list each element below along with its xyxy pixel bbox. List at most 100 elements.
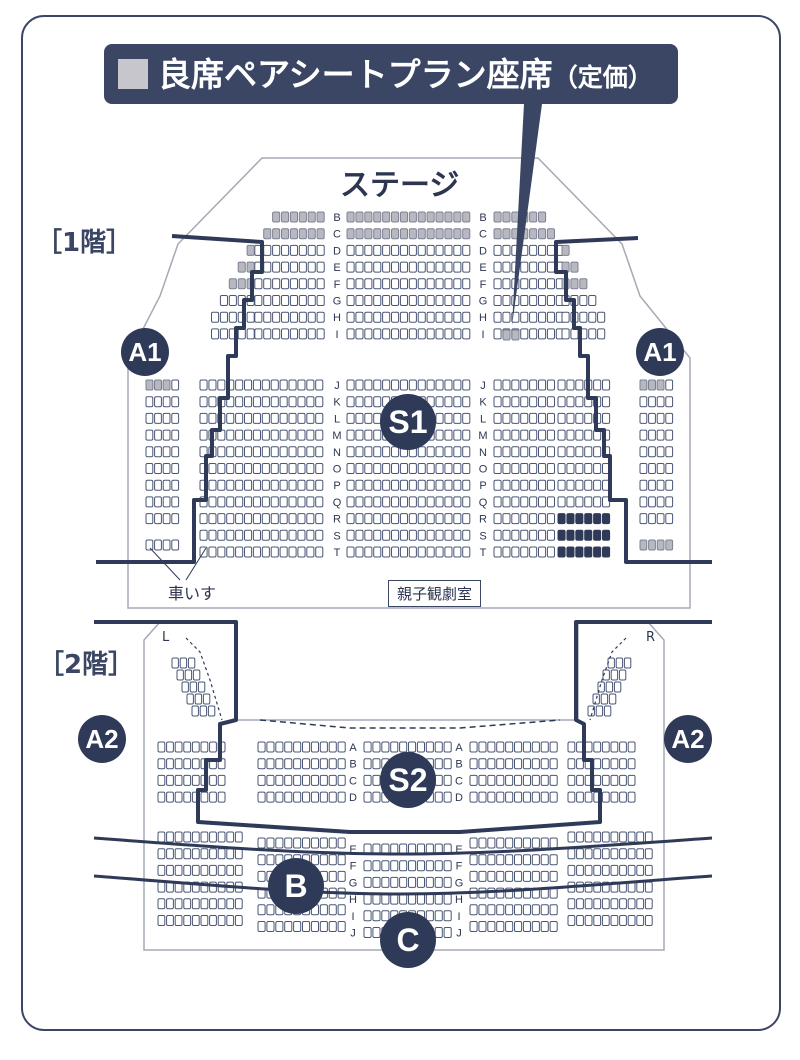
seat [444,446,453,458]
seat [546,328,556,340]
seat [279,496,288,508]
seat-row [199,546,324,558]
seat [157,741,166,753]
seat-row [199,463,324,474]
row-label: E [479,262,486,274]
seat [200,848,209,860]
seat [226,915,235,926]
seat [502,278,511,290]
seat [171,479,180,491]
seat [316,244,325,256]
seat [272,328,281,340]
seat [157,774,166,786]
seat [154,496,162,508]
seat [584,496,593,508]
seat [453,228,462,240]
seat [601,774,610,786]
seat [252,396,261,408]
seat [355,278,364,290]
seat [540,774,549,786]
seat [538,261,547,273]
seat [263,311,272,323]
seat [226,412,235,424]
seat-row [346,529,471,541]
seat [610,864,619,876]
seat [288,396,297,408]
seat [302,758,311,770]
seat [226,496,235,508]
seat [408,278,417,290]
seat [346,463,355,474]
seat [279,396,288,408]
seat [281,311,290,323]
seat [183,831,192,843]
seat-row [246,244,255,256]
seat-row [257,741,346,753]
seat [566,513,575,525]
seat [593,774,602,786]
seat [520,396,529,408]
seat [346,429,355,441]
seat [364,513,373,525]
seat-row [557,529,611,541]
seat [435,211,444,223]
seat [538,278,547,290]
seat [434,774,443,786]
seat [162,513,171,525]
seat [261,513,270,525]
seat [346,244,355,256]
seat [171,379,180,391]
seat [496,904,505,916]
seat [171,463,180,474]
seat [373,546,382,558]
seat [619,791,627,803]
seat [567,898,576,910]
seat [665,429,674,441]
seat [575,379,584,391]
seat [584,741,593,753]
seat [496,837,505,849]
seat [434,876,443,888]
seat [546,412,556,424]
seat [234,848,243,860]
seat [355,513,364,525]
seat [610,741,619,753]
seat [529,529,538,541]
seat [217,513,226,525]
seat [310,791,319,803]
seat [511,311,520,323]
seat [355,396,364,408]
seat [226,529,235,541]
seat [502,463,511,474]
seat [502,513,511,525]
seat-row [493,228,556,240]
seat [593,496,602,508]
seat [478,758,487,770]
seat-row [257,921,346,932]
seat [408,546,417,558]
seat [493,311,502,323]
seat [435,412,444,424]
seat [627,848,636,860]
seat [391,379,400,391]
seat [453,211,462,223]
seat [373,396,382,408]
seat [408,311,417,323]
row-label: B [455,759,462,771]
seat [546,529,556,541]
seat-row [567,848,653,860]
seat [426,529,435,541]
seat [399,311,408,323]
seat [584,412,593,424]
seat [270,412,279,424]
seat [417,379,426,391]
seat [462,295,471,306]
seat [602,379,611,391]
seat [538,228,547,240]
seat [453,261,462,273]
seat [199,396,208,408]
seat [307,244,316,256]
seat [478,741,487,753]
seat [426,513,435,525]
seat [426,295,435,306]
